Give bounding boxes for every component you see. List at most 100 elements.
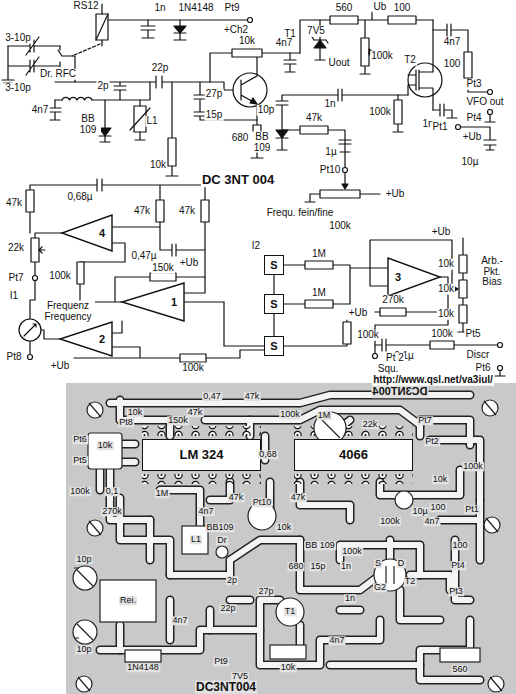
schematic-label: 47k — [133, 206, 151, 217]
schematic-label: 270k — [381, 295, 405, 306]
schematic-label: 47k — [305, 113, 323, 124]
wire-connector — [184, 302, 264, 346]
schematic-label: Frequ. fein/fine — [266, 208, 335, 219]
schematic-label: 0,1µ — [393, 351, 415, 362]
schematic-label: BB 109 — [75, 114, 101, 135]
schematic-label: 1n — [153, 3, 166, 14]
schematic-label: 47k — [5, 198, 23, 209]
opamp-triangle: 1 — [122, 283, 184, 321]
schematic-label: 4n7 — [275, 38, 294, 49]
node-text: 4 — [99, 227, 105, 239]
schematic-label: BB 109 — [249, 132, 275, 153]
schematic-label: +Ub — [385, 189, 406, 200]
pcb-label: Pt6 — [72, 435, 88, 444]
schematic-label: 100 — [443, 59, 462, 70]
pcb-label: 10µ — [411, 507, 428, 516]
pcb-label: 1N4148 — [126, 663, 160, 672]
schematic-label: +Ch2 — [223, 25, 249, 36]
node-text: LM 324 — [179, 448, 223, 462]
schematic-label: 3-10p — [4, 33, 32, 44]
pcb-label: T1 — [284, 607, 297, 616]
pcb-label: 1n — [344, 594, 356, 603]
pcb-label: 7V5 — [231, 672, 249, 681]
schematic-label: 1N4148 — [177, 3, 214, 14]
pcb-label: 10k — [280, 663, 297, 672]
pcb-label: Pt10 — [252, 498, 273, 507]
schematic-label: 15p — [205, 110, 224, 121]
schematic-label: +Ub — [431, 227, 452, 238]
pcb-label: Pt8 — [118, 418, 134, 427]
schematic-label: 150k — [151, 263, 175, 274]
pcb-label: 1M — [317, 411, 332, 420]
schematic-label: T2 — [403, 55, 417, 66]
schematic-label: 100k — [368, 107, 392, 118]
schematic-label: 1n — [421, 119, 434, 130]
schematic-label: Pt6 — [474, 363, 491, 374]
schematic-label: http://www.qsl.net/va3iul/ — [372, 375, 494, 386]
node-text: S — [270, 340, 277, 352]
schematic-label: Pt1 — [431, 122, 448, 133]
pcb-label: 4n7 — [171, 616, 188, 625]
ic-chip-box: 4066 — [294, 439, 413, 471]
pcb-label: 560 — [451, 665, 468, 674]
schematic-label: 10k — [437, 309, 455, 320]
schematic-label: L1 — [145, 116, 158, 127]
opamp-triangle: 3 — [388, 258, 440, 296]
schematic-label: Frequenz Frequency — [41, 301, 95, 322]
pcb-label: 47k — [187, 408, 204, 417]
schematic-label: 10k — [238, 36, 256, 47]
node-text: S — [270, 259, 277, 271]
schematic-label: 10p — [257, 105, 276, 116]
schematic-label: 100k — [181, 363, 205, 374]
node-text: 2 — [99, 333, 105, 345]
wire-connector — [273, 275, 274, 294]
pcb-label: 1n — [340, 562, 352, 571]
pcb-label: 15p — [309, 562, 326, 571]
pcb-label: Pt1 — [464, 505, 480, 514]
pcb-label: DC3NT004 — [371, 386, 428, 398]
opamp-outline — [122, 283, 184, 321]
pcb-label: 150k — [167, 416, 189, 425]
schematic-label: 3-10p — [4, 83, 32, 94]
schematic-label: 100 — [393, 3, 412, 14]
pcb-label: 2p — [226, 576, 238, 585]
pcb-label: Pt7 — [417, 416, 433, 425]
pcb-label: G2 — [373, 583, 387, 592]
schematic-label: 4n7 — [31, 105, 50, 116]
schematic-label: Uout — [327, 58, 350, 69]
schematic-label: 100k — [430, 329, 454, 340]
pcb-label: Pt3 — [448, 587, 464, 596]
schematic-label: Pt9 — [223, 3, 240, 14]
analog-switch-box: S — [264, 294, 284, 314]
pcb-label: 27p — [257, 587, 274, 596]
pcb-label: 4n7 — [328, 636, 345, 645]
schematic-label: 22k — [7, 243, 25, 254]
schematic-label: +Ub — [348, 308, 369, 319]
schematic-label: +Ub — [179, 258, 200, 269]
schematic-label: 1n — [323, 99, 336, 110]
schematic-label: Pt10 — [319, 165, 342, 176]
pcb-label: L1 — [190, 535, 202, 544]
opamp-triangle: 2 — [60, 322, 112, 356]
schematic-label: Pt4 — [465, 113, 482, 124]
node-text: 4066 — [339, 448, 368, 462]
ic-chip-box: LM 324 — [142, 439, 261, 471]
schematic-label: 2p — [96, 81, 109, 92]
schematic-label: 10µ — [461, 157, 480, 168]
pcb-label: 10k — [432, 475, 449, 484]
schematic-label: 680 — [231, 133, 250, 144]
pcb-label: 22p — [219, 604, 236, 613]
schematic-label: VFO out — [462, 97, 508, 108]
node-text: 3 — [395, 271, 401, 283]
schematic-label: 27p — [205, 89, 224, 100]
opamp-outline — [388, 258, 440, 296]
node-text: 1 — [171, 296, 177, 308]
schematic-label: I1 — [9, 291, 19, 302]
pcb-layout — [66, 383, 516, 694]
pcb-label: 47k — [290, 493, 307, 502]
pcb-label: BB 109 — [304, 541, 336, 550]
schematic-label: Pt8 — [5, 352, 22, 363]
